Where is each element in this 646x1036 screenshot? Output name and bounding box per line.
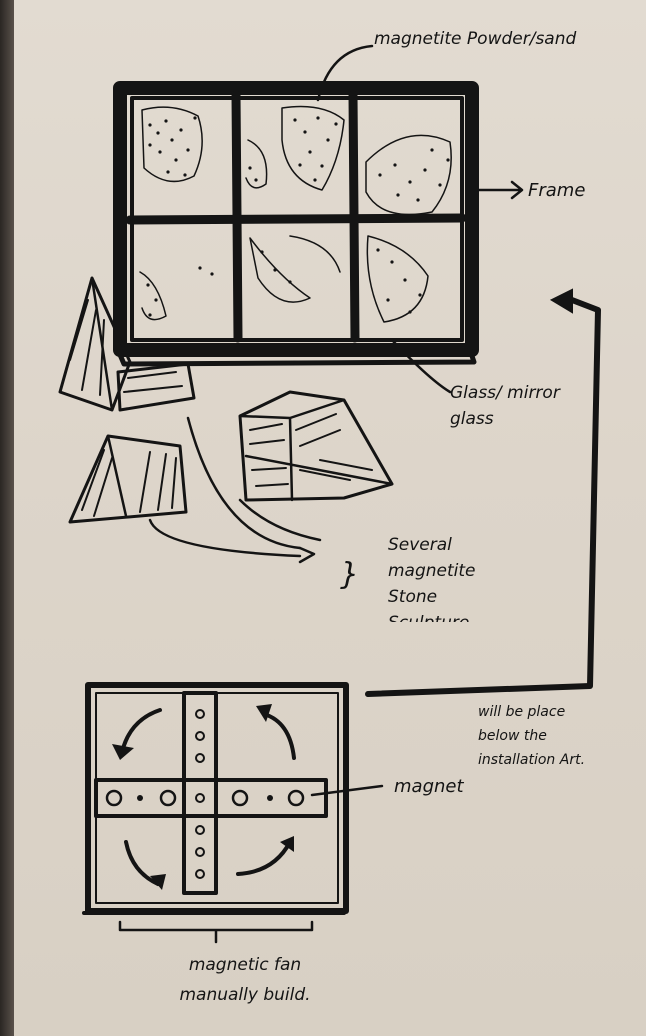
frame-leader-arrow bbox=[470, 180, 524, 200]
bracket-sculpture: } bbox=[340, 557, 359, 592]
label-glass-wrap: Glass/ mirror glass bbox=[450, 383, 560, 429]
window-frame bbox=[113, 81, 479, 367]
label-powder-line1: magnetite Powder/sand bbox=[374, 29, 576, 49]
label-fan-wrap: magnetic fan manually build. bbox=[179, 955, 311, 1005]
label-frame: Frame bbox=[528, 180, 585, 201]
sculpture-leader-arrows bbox=[148, 416, 322, 564]
powder-leader-arrow bbox=[316, 44, 374, 102]
magnetite-powder-pattern bbox=[139, 105, 452, 323]
magnetic-fan bbox=[82, 682, 349, 915]
sculpture-cube bbox=[238, 390, 394, 502]
label-sculpture-wrap: Several magnetite Stone Sculpture bbox=[388, 535, 476, 622]
label-placement-wrap: will be place below the installation Art… bbox=[478, 704, 586, 768]
sculpture-pyramid-large bbox=[58, 276, 196, 412]
page-edge-shadow bbox=[0, 0, 14, 1036]
label-placement: will be place below the installation Art… bbox=[478, 704, 586, 768]
rotation-arrows bbox=[112, 704, 296, 890]
glass-leader-arrow bbox=[390, 338, 452, 394]
label-fan: magnetic fan manually build. bbox=[179, 955, 311, 1005]
sculpture-pyramid-small bbox=[68, 434, 188, 524]
placement-arrow[interactable] bbox=[365, 288, 601, 697]
label-magnet: magnet bbox=[394, 776, 464, 797]
label-sculpture: Several magnetite Stone Sculpture bbox=[388, 535, 476, 622]
label-glass: Glass/ mirror glass bbox=[450, 383, 560, 429]
fan-bracket bbox=[118, 920, 314, 944]
